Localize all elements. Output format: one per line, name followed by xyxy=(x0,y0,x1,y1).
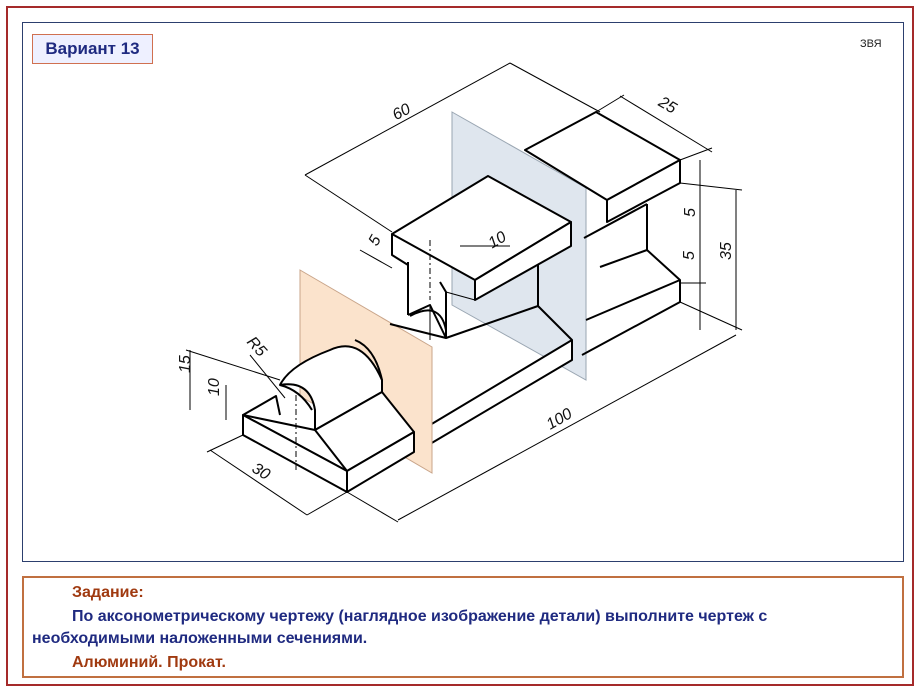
task-title: Задание: xyxy=(72,584,144,601)
task-material: Алюминий. Прокат. xyxy=(72,654,226,671)
outer-frame xyxy=(6,6,914,686)
dim-100: 100 xyxy=(544,405,576,433)
variant-text: Вариант 13 xyxy=(45,39,140,58)
author-mark: ЗВЯ xyxy=(860,38,882,50)
task-text-line2: необходимыми наложенными сечениями. xyxy=(32,630,368,647)
dim-5-left: 5 xyxy=(366,233,385,249)
task-text-line1: По аксонометрическому чертежу (наглядное… xyxy=(72,608,768,625)
dim-15: 15 xyxy=(177,355,194,373)
variant-label: Вариант 13 xyxy=(32,34,153,64)
dim-30: 30 xyxy=(249,460,273,484)
task-panel: Задание: По аксонометрическому чертежу (… xyxy=(22,576,904,678)
dim-5-mid: 5 xyxy=(681,251,698,260)
dim-R5: R5 xyxy=(243,334,269,361)
dim-10-left: 10 xyxy=(206,378,223,396)
dim-60: 60 xyxy=(390,101,414,124)
dim-10-top: 10 xyxy=(485,228,509,252)
dim-35: 35 xyxy=(718,242,735,260)
dim-25: 25 xyxy=(654,93,679,117)
drawing-panel xyxy=(22,22,904,562)
dim-5-top: 5 xyxy=(682,208,699,217)
